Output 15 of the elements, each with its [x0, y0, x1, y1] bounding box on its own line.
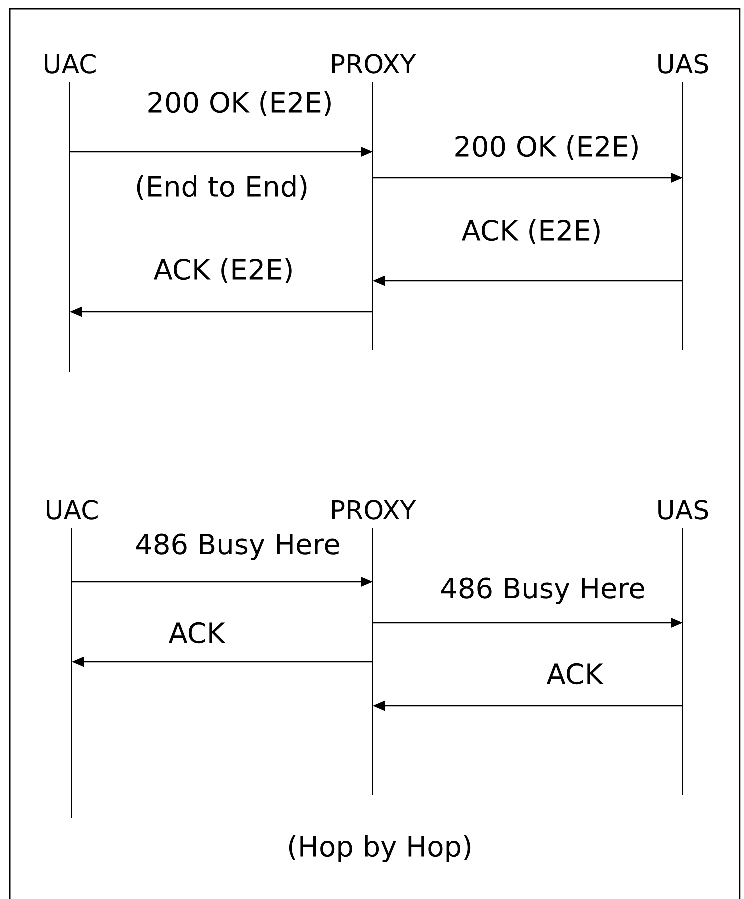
- lifeline: UAC: [45, 54, 96, 372]
- edge-label: 200 OK (E2E): [146, 90, 334, 118]
- lifeline: UAS: [658, 54, 708, 350]
- edge-label: ACK (E2E): [460, 218, 604, 246]
- edge-label: ACK: [168, 621, 226, 645]
- note: (End to End): [137, 176, 307, 200]
- note: (Hop by Hop): [289, 835, 471, 863]
- edge-label: ACK: [546, 662, 604, 686]
- lifeline: UAS: [658, 500, 708, 796]
- edge-label: 200 OK (E2E): [452, 134, 642, 162]
- edge-label: 486 Busy Here: [134, 532, 342, 562]
- lifeline: UAC: [47, 500, 98, 818]
- lifeline: PROXY: [332, 54, 416, 350]
- edge-label: ACK (E2E): [152, 258, 296, 284]
- edge-label: 486 Busy Here: [439, 576, 647, 606]
